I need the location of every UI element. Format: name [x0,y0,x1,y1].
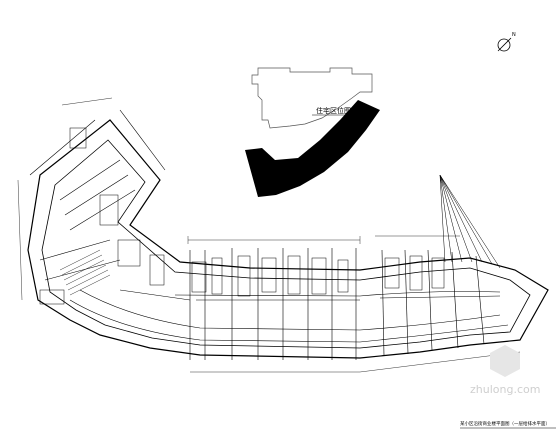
key-plan: 住宅区位图 [245,67,380,197]
plan-title: 某小区沿街商业楼平面图（一层给排水平面） [460,420,550,427]
plumbing-fixtures [39,127,501,305]
north-marker: N [512,32,516,38]
stair-hatching [59,249,111,296]
dimension-lines [17,97,521,373]
structural-grid [29,109,485,360]
watermark: zhulong.com [470,345,540,396]
radial-grid-fan [439,174,501,269]
watermark-text: zhulong.com [470,383,540,396]
key-plan-label: 住宅区位图 [316,106,351,115]
building-outline [27,119,549,359]
key-plan-outline [251,67,373,129]
north-arrow-icon: N [497,32,516,52]
hexagon-logo-icon [490,345,520,377]
key-plan-site-highlight [245,100,380,197]
